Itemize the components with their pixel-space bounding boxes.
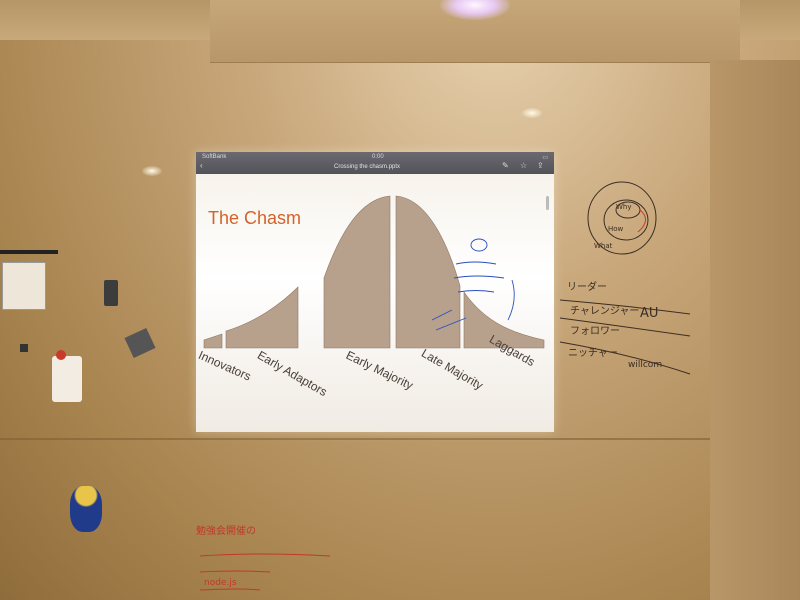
carrier-label: SoftBank: [202, 154, 227, 160]
note-what: What: [594, 242, 613, 250]
note-follower: フォロワー: [570, 326, 620, 337]
note-how: How: [608, 225, 624, 233]
segment-late-majority: [395, 195, 461, 349]
share-icon[interactable]: ⇪: [537, 161, 544, 170]
segment-laggards: [463, 291, 545, 349]
edit-icon[interactable]: ✎: [502, 161, 509, 170]
tissue-box: [52, 356, 82, 402]
red-magnet: [56, 350, 66, 360]
projected-screen: SoftBank 0:00 ▭ ‹ Crossing the chasm.ppt…: [196, 152, 554, 432]
scrollbar[interactable]: [546, 196, 549, 210]
note-nicher: ニッチャー: [568, 348, 618, 359]
star-icon[interactable]: ☆: [520, 161, 528, 170]
small-magnet: [20, 344, 28, 352]
note-challenger: チャレンジャー: [570, 306, 640, 317]
battery-icon: ▭: [542, 155, 548, 161]
slide-title: The Chasm: [208, 208, 302, 228]
slide-annotations: [431, 238, 515, 331]
page-title: Crossing the chasm.pptx: [334, 164, 401, 170]
segment-early-adaptors: [225, 286, 299, 349]
chevron-left-icon[interactable]: ‹: [200, 161, 203, 170]
segment-early-majority: [323, 195, 391, 349]
wall-rail: [0, 438, 710, 440]
magnet-cluster: [70, 486, 102, 532]
note-willcom: willcom: [628, 360, 663, 370]
status-time: 0:00: [372, 154, 384, 160]
note-nodejs: node.js: [204, 578, 237, 588]
ceiling-light: [440, 0, 510, 20]
wall-light-reflection: [522, 108, 542, 118]
note-au: AU: [640, 306, 659, 321]
eraser-magnet: [104, 280, 118, 306]
marker-tray: [0, 250, 58, 254]
paper-note: [2, 262, 46, 310]
wall-light-reflection: [142, 166, 162, 176]
segment-innovators: [203, 333, 223, 349]
note-leader: リーダー: [567, 282, 607, 293]
note-bottom-heading: 勉強会開催の: [196, 526, 256, 537]
chasm-curve: [203, 195, 545, 349]
note-why: Why: [616, 203, 632, 211]
wall-corner: [710, 60, 800, 600]
browser-toolbar: SoftBank 0:00 ▭ ‹ Crossing the chasm.ppt…: [196, 152, 554, 174]
